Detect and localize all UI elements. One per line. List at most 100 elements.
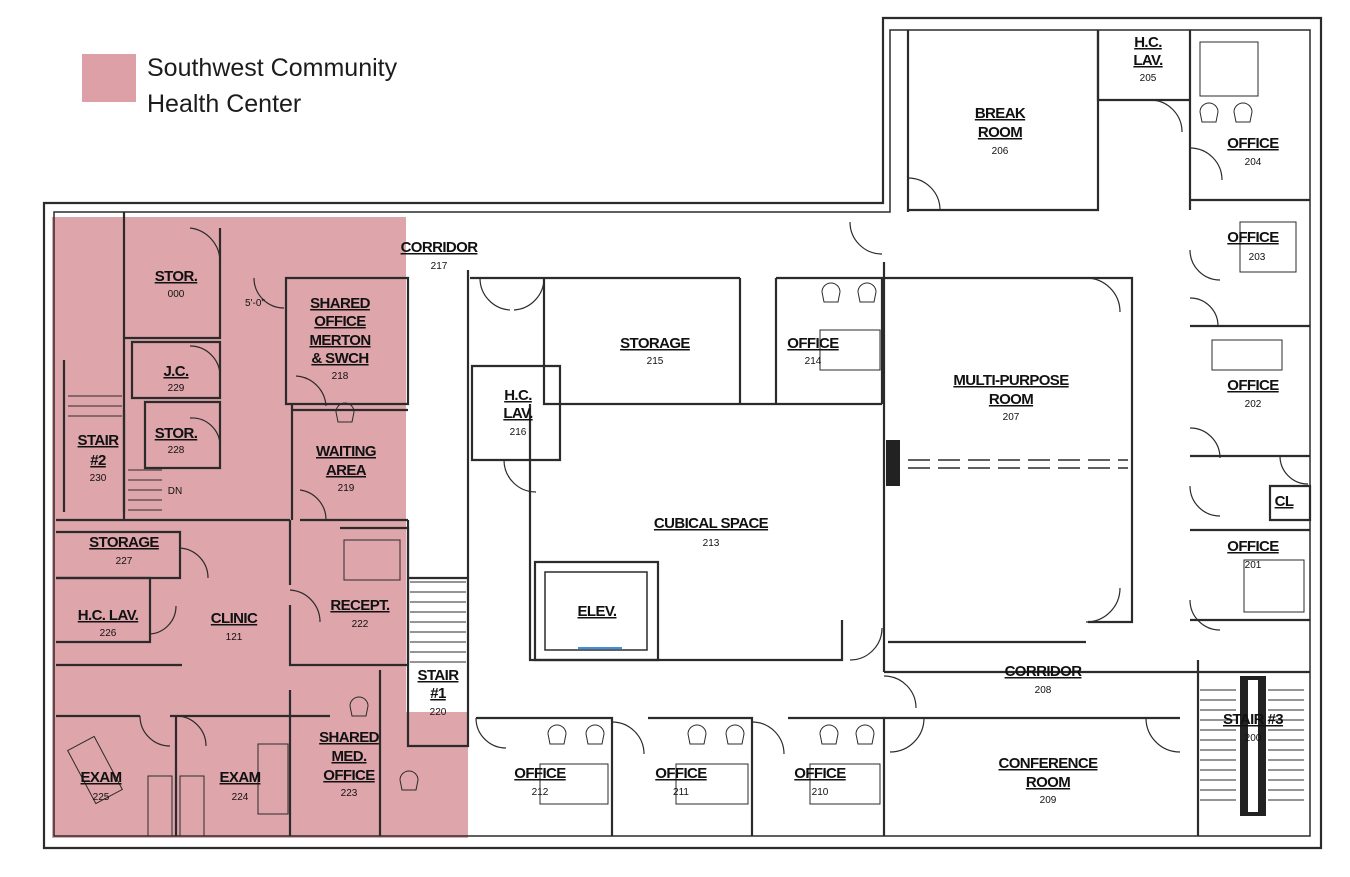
room-office202-number: 202 — [1245, 399, 1262, 410]
exterior-wall — [42, 16, 1323, 850]
room-stair1-number: 220 — [430, 707, 447, 718]
room-corridor208-number: 208 — [1035, 685, 1052, 696]
room-clinic-number: 121 — [226, 632, 243, 643]
room-lav216-label-1: H.C. — [504, 387, 532, 404]
room-office214-number: 214 — [805, 356, 822, 367]
elevator-car — [544, 571, 648, 651]
room-office210-label: OFFICE — [794, 765, 846, 782]
room-stair1-label-1: STAIR — [418, 667, 460, 684]
room-office203-label: OFFICE — [1227, 229, 1279, 246]
wall-stair2 — [62, 360, 126, 512]
legend-line-1: Southwest Community — [147, 54, 398, 82]
health-center-highlight — [52, 217, 468, 838]
wall-cl — [1268, 484, 1312, 522]
room-office204-number: 204 — [1245, 157, 1262, 168]
room-stair3-number: 200 — [1245, 733, 1262, 744]
room-cubical-number: 213 — [703, 538, 720, 549]
room-office214-label: OFFICE — [787, 335, 839, 352]
room-multi-number: 207 — [1003, 412, 1020, 423]
room-lav205-label-2: LAV. — [1133, 52, 1163, 69]
wall-jc — [130, 340, 222, 400]
room-corridor208-label: CORRIDOR — [1005, 663, 1083, 680]
walls — [42, 16, 1323, 850]
wall-elev — [533, 560, 660, 662]
room-conference-label-1: CONFERENCE — [998, 755, 1098, 772]
dimension-label: 5'-0" — [245, 298, 265, 309]
wall-lav226 — [56, 576, 152, 644]
room-stor228-label: STOR. — [155, 425, 198, 442]
room-multi-label-1: MULTI-PURPOSE — [953, 372, 1069, 389]
wall-stor228 — [143, 400, 222, 470]
room-stor228-number: 228 — [168, 445, 185, 456]
legend-line-2: Health Center — [147, 90, 302, 118]
wall-cubical — [528, 404, 844, 662]
room-shared-med-label-2: MED. — [331, 748, 367, 765]
wall-lav205 — [1096, 30, 1192, 210]
room-office210-number: 210 — [812, 787, 829, 798]
partition-dashes — [908, 459, 1128, 469]
partition-pocket — [886, 440, 900, 486]
wall-bottom-offices — [476, 716, 886, 836]
room-shared-med-number: 223 — [341, 788, 358, 799]
room-office211-label: OFFICE — [655, 765, 707, 782]
wall-shared-office — [284, 276, 410, 406]
room-exam225-label: EXAM — [81, 769, 122, 786]
wall-multi — [882, 262, 1134, 672]
room-shared-office-label-2: OFFICE — [314, 313, 366, 330]
room-recept-label: RECEPT. — [330, 597, 390, 614]
room-stor000-number: 000 — [168, 289, 185, 300]
wall-corridor-217 — [470, 276, 882, 406]
room-recept-number: 222 — [352, 619, 369, 630]
room-jc-number: 229 — [168, 383, 185, 394]
room-shared-office-label-3: MERTON — [309, 332, 370, 349]
room-shared-med-label-1: SHARED — [319, 729, 380, 746]
door-swings — [139, 99, 1309, 755]
wall-lav216 — [470, 364, 562, 462]
wall-office214 — [776, 276, 884, 404]
room-cubical-label: CUBICAL SPACE — [654, 515, 769, 532]
room-conference-label-2: ROOM — [1026, 774, 1070, 791]
room-shared-office-label-1: SHARED — [310, 295, 371, 312]
room-exam224-label: EXAM — [220, 769, 261, 786]
room-stair1-label-2: #1 — [430, 685, 446, 702]
room-storage215-label: STORAGE — [620, 335, 690, 352]
room-office211-number: 211 — [673, 787, 689, 798]
room-waiting-number: 219 — [338, 483, 355, 494]
room-office212-number: 212 — [532, 787, 549, 798]
room-stair2-label-1: STAIR — [78, 432, 120, 449]
legend-swatch — [82, 54, 136, 102]
room-office201-number: 201 — [1245, 560, 1262, 571]
elevator-label: ELEV. — [578, 603, 617, 620]
room-stor000-label: STOR. — [155, 268, 198, 285]
furniture — [66, 41, 1305, 837]
room-shared-med-label-3: OFFICE — [323, 767, 375, 784]
room-waiting-label-2: AREA — [326, 462, 367, 479]
room-lav216-label-2: LAV. — [503, 405, 533, 422]
room-office204-label: OFFICE — [1227, 135, 1279, 152]
stair2-dn-label: DN — [168, 486, 182, 497]
room-lav226-number: 226 — [100, 628, 117, 639]
room-office212-label: OFFICE — [514, 765, 566, 782]
room-corridor217-number: 217 — [431, 261, 448, 272]
room-office202-label: OFFICE — [1227, 377, 1279, 394]
wall-waiting — [290, 404, 408, 520]
room-jc-label: J.C. — [163, 363, 189, 380]
room-break-number: 206 — [992, 146, 1009, 157]
wall-office201 — [1190, 528, 1310, 622]
stair-treads — [68, 395, 1304, 801]
room-exam224-number: 224 — [232, 792, 249, 803]
room-storage215-number: 215 — [647, 356, 664, 367]
wall-exam-row — [56, 670, 382, 836]
room-shared-office-number: 218 — [332, 371, 349, 382]
legend-text: Southwest Community Health Center — [147, 50, 397, 122]
room-lav226-label: H.C. LAV. — [78, 607, 139, 624]
room-break-label-1: BREAK — [975, 105, 1026, 122]
room-multi-label-2: ROOM — [989, 391, 1033, 408]
wall-clinic — [56, 520, 408, 667]
wall-stair1 — [406, 270, 470, 748]
room-office203-number: 203 — [1249, 252, 1266, 263]
room-office201-label: OFFICE — [1227, 538, 1279, 555]
room-lav216-number: 216 — [510, 427, 527, 438]
room-stair2-number: 230 — [90, 473, 107, 484]
